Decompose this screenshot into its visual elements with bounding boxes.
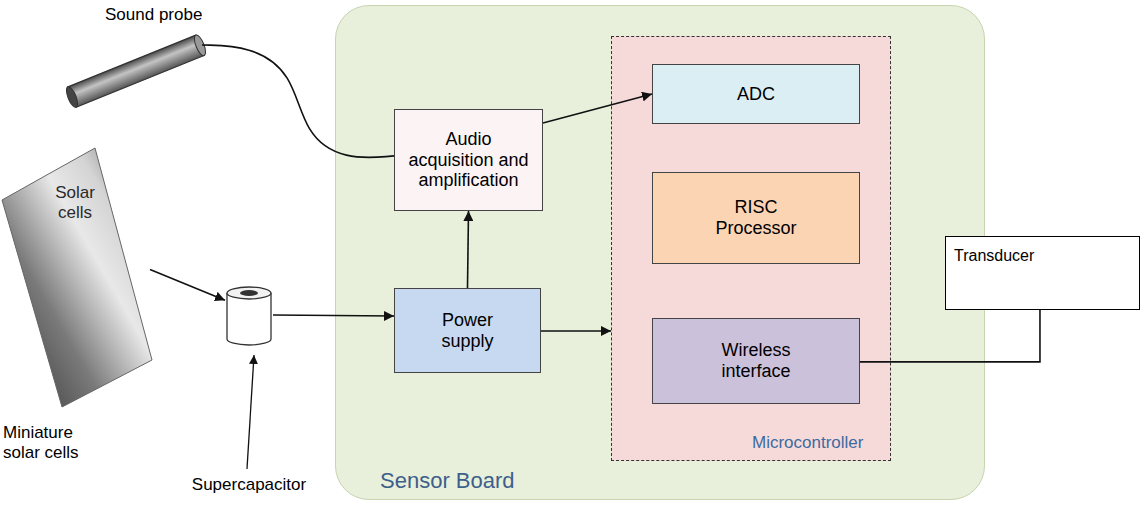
node-label: Transducer (954, 247, 1034, 265)
process-box: RISC Processor (652, 172, 860, 264)
capacitor-body (227, 293, 271, 345)
probe-end (64, 85, 80, 108)
probe-tube (68, 35, 204, 107)
capacitor-terminal (240, 290, 258, 296)
transducer-box: Transducer (945, 236, 1140, 310)
arrow-connector (468, 211, 469, 288)
process-box: ADC (652, 64, 860, 124)
arrow-connector (543, 94, 652, 123)
supercapacitor: Supercapacitor (225, 283, 273, 347)
solar-cell-panel: Solar cellsMiniature solar cells (0, 145, 155, 410)
leader-arrow (247, 355, 254, 469)
process-box: Power supply (394, 288, 541, 373)
sensor-board: Audio acquisition and amplificationPower… (335, 5, 985, 500)
supercapacitor-outline (225, 283, 273, 347)
arrow-connector (150, 270, 225, 301)
microcontroller-group: ADC RISC ProcessorWireless interfaceMicro… (611, 36, 891, 461)
node-label: Audio acquisition and amplification (401, 129, 536, 191)
node-label: RISC Processor (709, 197, 804, 238)
arrow-connector (541, 330, 611, 332)
node-label: Solar cells (45, 183, 105, 222)
node-label: ADC (737, 84, 775, 105)
process-box: Audio acquisition and amplification (394, 109, 543, 211)
sound-probe: Sound probe (60, 5, 210, 110)
node-label: Wireless interface (709, 340, 804, 381)
solar-panel-shape (2, 148, 152, 407)
wire-connector (860, 310, 1040, 362)
probe-end (192, 34, 208, 57)
node-label: Power supply (428, 310, 508, 351)
node-label: Sound probe (105, 5, 202, 25)
probe-body (64, 34, 208, 109)
node-label: Sensor Board (380, 468, 515, 493)
node-label: Supercapacitor (174, 475, 324, 495)
node-label: Microcontroller (752, 433, 863, 453)
capacitor-top (227, 287, 271, 299)
wire-connector (202, 45, 394, 157)
arrow-connector (273, 315, 394, 316)
process-box: Wireless interface (652, 318, 860, 404)
node-caption: Miniature solar cells (3, 423, 95, 462)
